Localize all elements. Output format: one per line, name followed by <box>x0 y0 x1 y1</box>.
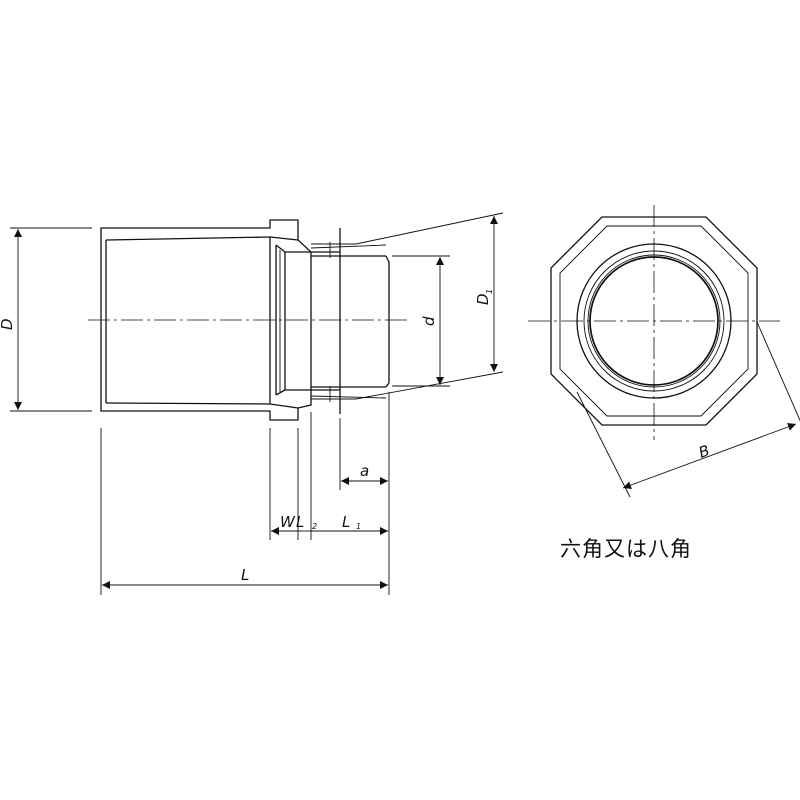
shoulder-step-top <box>275 244 286 253</box>
dim-L1-subscript: 1 <box>356 522 361 531</box>
body-outline <box>100 219 312 421</box>
octagon-chamfer <box>559 225 749 417</box>
threaded-end <box>285 228 390 414</box>
dim-L1-label: L <box>342 513 350 531</box>
side-view: D d D 1 a W L 2 L 1 L <box>0 212 504 595</box>
dim-D-label: D <box>0 318 16 330</box>
dim-d-label: d <box>420 316 438 326</box>
collar-top-edge <box>269 236 299 241</box>
shoulder-step-bottom <box>275 389 286 396</box>
bore-bottom-edge <box>105 402 271 405</box>
dim-L-label: L <box>241 566 249 584</box>
dim-B-line <box>622 423 797 489</box>
dim-W-label: W <box>280 513 296 531</box>
dim-D1-label: D <box>474 293 492 305</box>
dim-D1-subscript: 1 <box>485 289 494 294</box>
end-view: B <box>528 205 800 498</box>
dim-a-label: a <box>360 462 369 480</box>
shape-caption: 六角又は八角 <box>560 537 692 561</box>
collar-bottom-edge <box>269 403 299 409</box>
dim-L2-subscript: 2 <box>312 522 317 531</box>
dim-L2-label: L <box>296 513 304 531</box>
bore-top-edge <box>105 236 271 241</box>
dim-B-label: B <box>696 441 712 461</box>
